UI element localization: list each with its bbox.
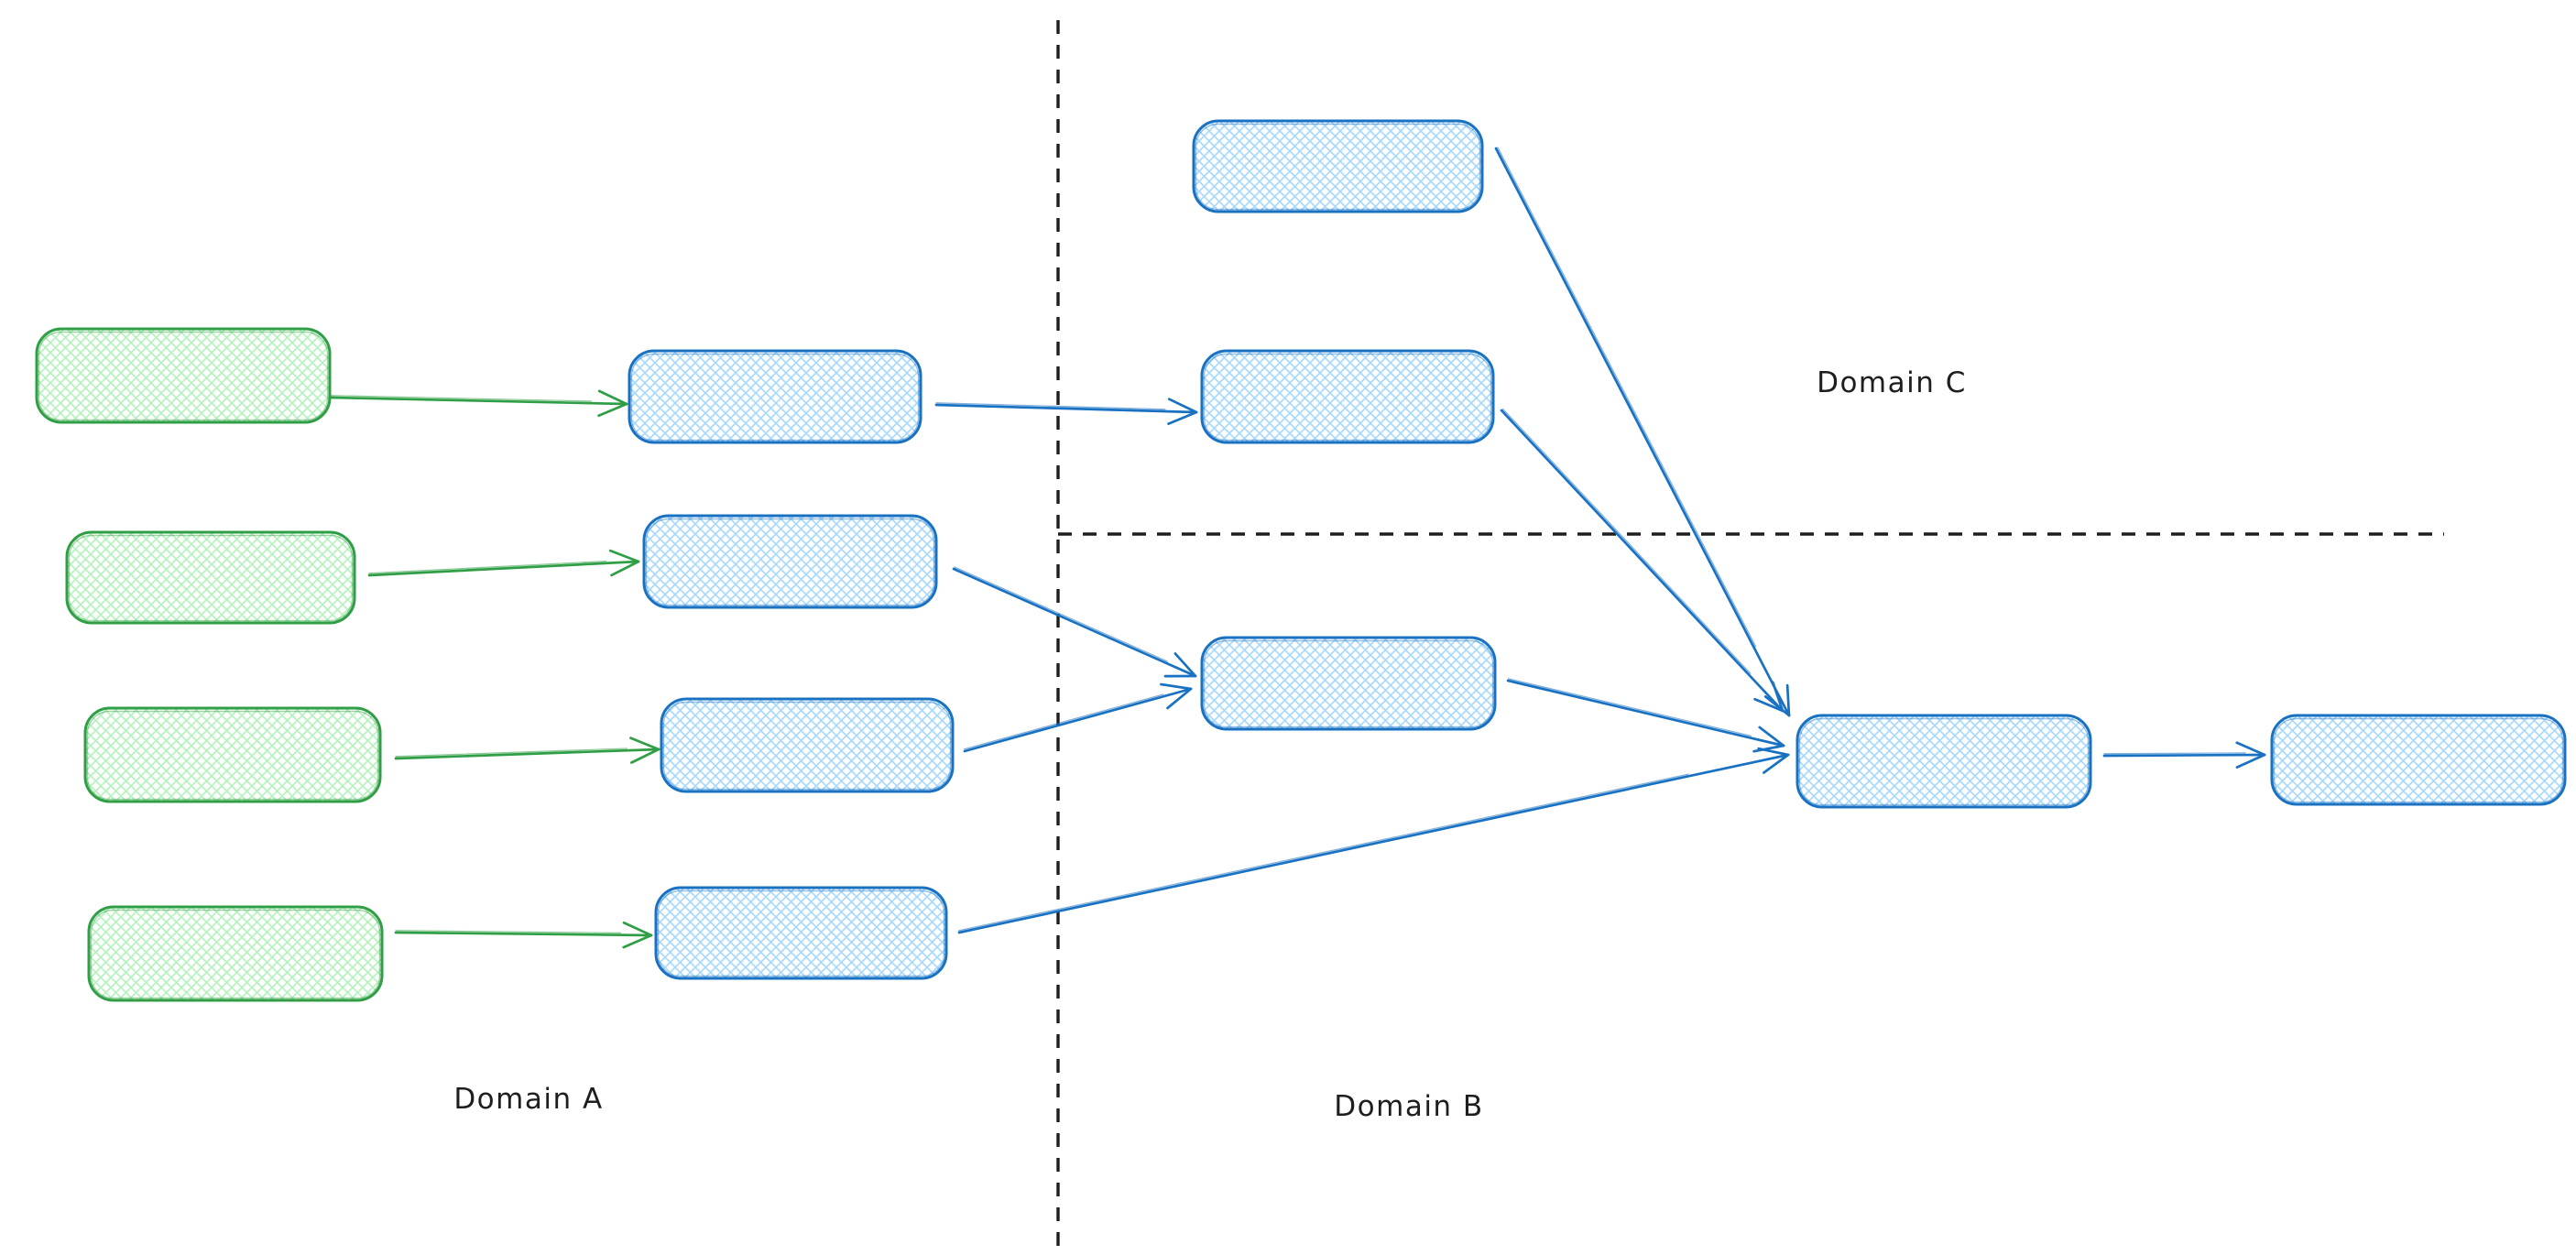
- edge-merge-to-final: [2102, 741, 2266, 769]
- node-sketch-outline: [657, 889, 945, 977]
- edge-a3-to-stage3: [394, 737, 660, 764]
- edge-a2-to-stage2: [367, 549, 640, 577]
- diagram-nodes: [35, 119, 2567, 1002]
- node-sketch-outline: [662, 701, 952, 791]
- node-a-source-2: [65, 530, 356, 625]
- node-a-source-1: [35, 327, 332, 424]
- node-a-source-4: [87, 905, 384, 1002]
- node-a-source-3: [83, 706, 382, 803]
- node-sketch-outline: [1203, 353, 1492, 442]
- node-a-stage-2: [642, 514, 938, 609]
- node-sketch-outline: [645, 518, 935, 606]
- edge-a1-to-stage1: [330, 389, 628, 418]
- node-sketch-outline: [86, 710, 379, 801]
- node-sketch-outline: [38, 331, 329, 421]
- edge-stage4-to-merge: [957, 747, 1790, 934]
- edge-a4-to-stage4: [394, 921, 653, 949]
- node-b-node-1: [1192, 119, 1484, 213]
- diagram-edges: [330, 147, 2266, 949]
- label-domain-b: Domain B: [1334, 1090, 1483, 1123]
- node-sketch-outline: [630, 353, 920, 442]
- edge-stage1-to-b2: [934, 398, 1198, 425]
- node-c-final: [2270, 714, 2567, 806]
- domain-labels: Domain A Domain B Domain C: [453, 366, 1967, 1123]
- edge-stage3-to-b3: [963, 682, 1193, 753]
- domain-dividers: [1056, 20, 2444, 1253]
- node-sketch-outline: [2273, 717, 2564, 803]
- edge-b3-to-merge: [1506, 678, 1785, 753]
- edge-b1-to-merge: [1494, 147, 1791, 717]
- node-b-node-3: [1200, 636, 1497, 731]
- node-c-merge: [1796, 714, 2092, 809]
- edge-b2-to-merge: [1500, 408, 1785, 713]
- label-domain-a: Domain A: [453, 1083, 603, 1116]
- node-sketch-outline: [68, 534, 354, 622]
- label-domain-c: Domain C: [1817, 366, 1967, 399]
- node-b-node-2: [1200, 349, 1495, 444]
- node-sketch-outline: [1203, 639, 1494, 728]
- edge-stage2-to-b3: [952, 566, 1197, 678]
- node-a-stage-3: [660, 697, 955, 793]
- node-sketch-outline: [1798, 717, 2090, 806]
- node-sketch-outline: [1195, 123, 1481, 211]
- node-sketch-outline: [90, 909, 381, 999]
- node-a-stage-4: [654, 886, 948, 980]
- node-a-stage-1: [628, 349, 922, 444]
